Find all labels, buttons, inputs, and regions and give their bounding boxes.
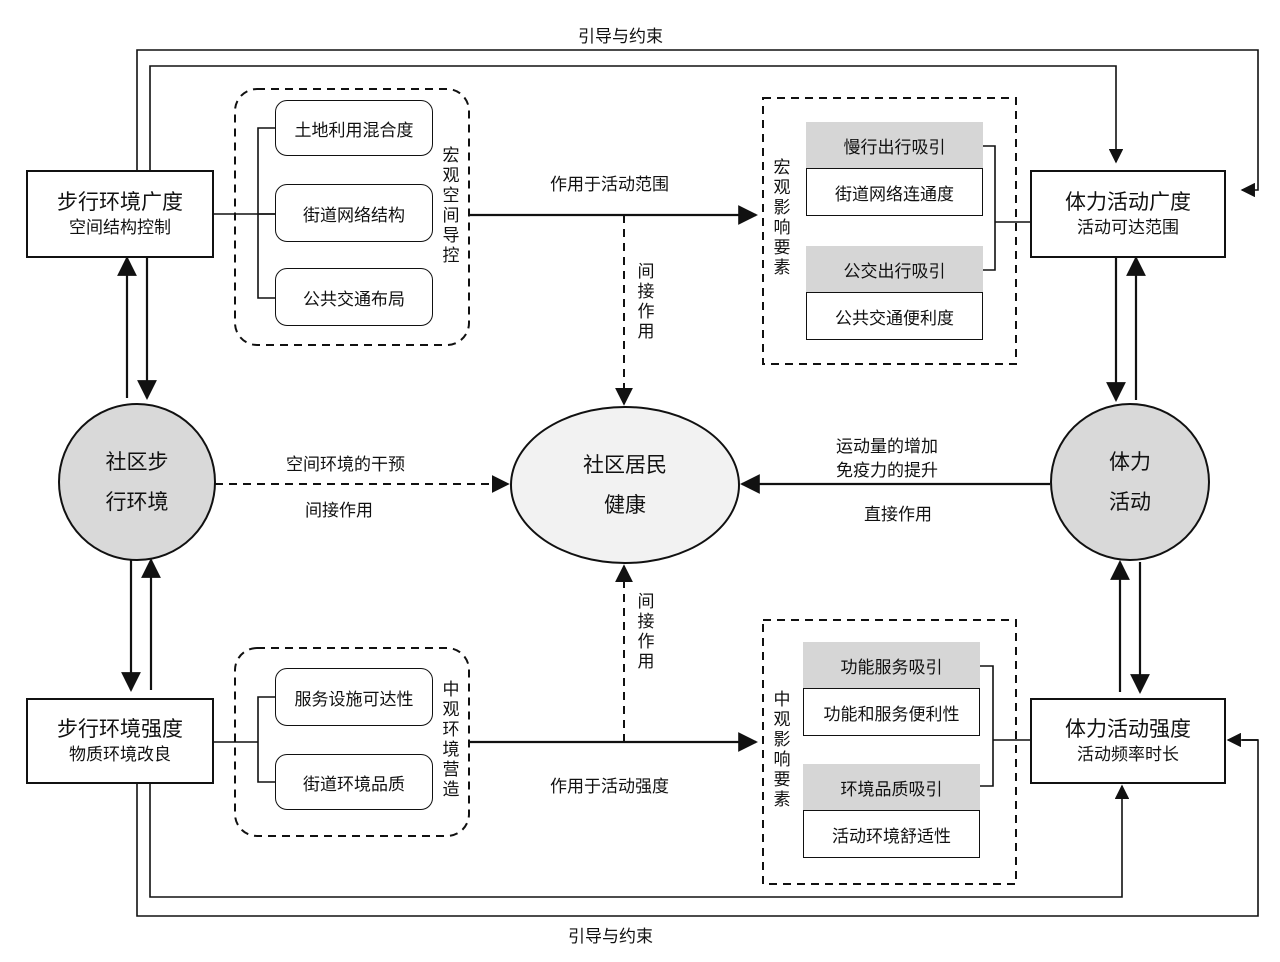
circle-line: 活动 [1109, 490, 1151, 514]
macro-factors-side-label: 宏观影响要素 [773, 158, 791, 278]
meso-item-facility-access: 服务设施可达性 [275, 668, 433, 726]
macro-item-transit-layout: 公共交通布局 [275, 268, 433, 326]
box-title: 步行环境强度 [57, 717, 183, 741]
box-subtitle: 活动频率时长 [1077, 745, 1179, 765]
label-acts-on-intensity: 作用于活动强度 [550, 777, 669, 797]
label-direct-effect: 直接作用 [864, 505, 932, 525]
meso-factor-service: 功能服务吸引 [803, 642, 980, 688]
ellipse-line: 健康 [604, 493, 646, 517]
box-title: 步行环境广度 [57, 190, 183, 214]
macro-factor-transit-convenience: 公共交通便利度 [806, 292, 983, 340]
community-walk-env-circle: 社区步 行环境 [58, 403, 216, 561]
meso-factor-service-convenience: 功能和服务便利性 [803, 688, 980, 736]
box-subtitle: 空间结构控制 [69, 218, 171, 238]
box-title: 体力活动强度 [1065, 717, 1191, 741]
label-spatial-intervention: 空间环境的干预 [286, 455, 405, 475]
macro-item-street-network: 街道网络结构 [275, 184, 433, 242]
label-immunity-boost: 免疫力的提升 [836, 461, 938, 481]
macro-factor-street-connectivity: 街道网络连通度 [806, 168, 983, 216]
bottom-guidance-label: 引导与约束 [568, 927, 653, 947]
label-indirect-bottom: 间接作用 [637, 592, 655, 672]
resident-health-ellipse: 社区居民 健康 [510, 406, 740, 564]
meso-item-street-quality: 街道环境品质 [275, 754, 433, 810]
macro-side-label: 宏观空间导控 [442, 146, 460, 266]
physical-activity-circle: 体力 活动 [1050, 403, 1210, 561]
circle-line: 行环境 [105, 490, 169, 514]
meso-factor-env-quality: 环境品质吸引 [803, 764, 980, 810]
meso-side-label: 中观环境营造 [442, 680, 460, 800]
ellipse-line: 社区居民 [583, 453, 667, 477]
macro-item-land-use: 土地利用混合度 [275, 100, 433, 156]
meso-factor-env-comfort: 活动环境舒适性 [803, 810, 980, 858]
label-acts-on-range: 作用于活动范围 [550, 175, 669, 195]
box-subtitle: 活动可达范围 [1077, 218, 1179, 238]
walk-env-breadth-box: 步行环境广度 空间结构控制 [26, 170, 214, 258]
label-indirect-left: 间接作用 [305, 501, 373, 521]
circle-line: 体力 [1109, 450, 1151, 474]
label-indirect-top: 间接作用 [637, 262, 655, 342]
activity-breadth-box: 体力活动广度 活动可达范围 [1030, 170, 1226, 258]
top-guidance-label: 引导与约束 [578, 27, 663, 47]
macro-factor-slow-travel: 慢行出行吸引 [806, 122, 983, 168]
box-title: 体力活动广度 [1065, 190, 1191, 214]
walk-env-intensity-box: 步行环境强度 物质环境改良 [26, 698, 214, 784]
box-subtitle: 物质环境改良 [69, 745, 171, 765]
label-exercise-increase: 运动量的增加 [836, 437, 938, 457]
circle-line: 社区步 [105, 450, 169, 474]
macro-factor-transit-travel: 公交出行吸引 [806, 246, 983, 292]
activity-intensity-box: 体力活动强度 活动频率时长 [1030, 698, 1226, 784]
meso-factors-side-label: 中观影响要素 [773, 690, 791, 810]
